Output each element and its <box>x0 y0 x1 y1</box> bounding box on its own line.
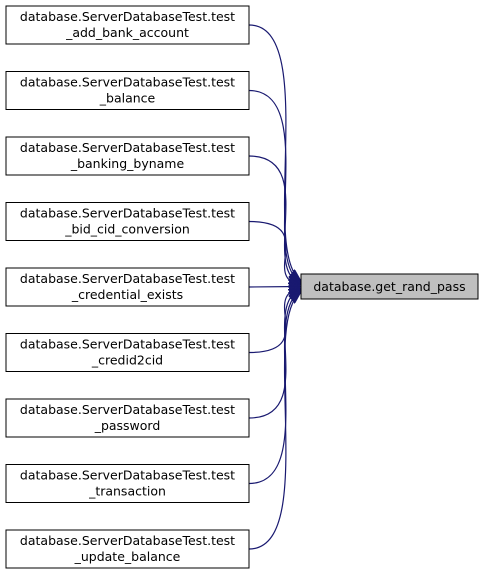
caller-node-label-line1: database.ServerDatabaseTest.test <box>20 75 235 90</box>
call-edge <box>248 220 300 285</box>
caller-node-label-line1: database.ServerDatabaseTest.test <box>20 140 235 155</box>
caller-node-label-line1: database.ServerDatabaseTest.test <box>20 271 235 286</box>
caller-node[interactable]: database.ServerDatabaseTest.test_bid_cid… <box>5 202 250 241</box>
call-edge <box>248 290 300 419</box>
caller-node-box[interactable] <box>5 5 250 45</box>
caller-node[interactable]: database.ServerDatabaseTest.test_update_… <box>5 529 250 569</box>
caller-node-label-line1: database.ServerDatabaseTest.test <box>20 206 235 221</box>
edges-layer <box>248 24 300 550</box>
call-edge <box>248 293 300 550</box>
target-node-box[interactable] <box>300 273 479 300</box>
caller-node-label-line1: database.ServerDatabaseTest.test <box>20 402 235 417</box>
nodes-layer: database.ServerDatabaseTest.test_add_ban… <box>5 5 479 569</box>
caller-node-label-line1: database.ServerDatabaseTest.test <box>20 337 235 352</box>
caller-node-label-line2: _banking_byname <box>70 156 185 171</box>
caller-node-label-line2: _password <box>94 418 161 433</box>
caller-node[interactable]: database.ServerDatabaseTest.test_credent… <box>5 267 250 307</box>
caller-node-label-line1: database.ServerDatabaseTest.test <box>20 468 235 483</box>
caller-node[interactable]: database.ServerDatabaseTest.test_transac… <box>5 464 250 503</box>
caller-node-label-line2: _transaction <box>88 484 166 499</box>
caller-node-box[interactable] <box>5 267 250 307</box>
call-edge <box>248 288 300 354</box>
caller-node-box[interactable] <box>5 529 250 569</box>
call-edge <box>248 89 300 282</box>
call-edge <box>248 291 300 485</box>
caller-node-label-line1: database.ServerDatabaseTest.test <box>20 533 235 548</box>
caller-node[interactable]: database.ServerDatabaseTest.test_banking… <box>5 136 250 176</box>
caller-node[interactable]: database.ServerDatabaseTest.test_balance <box>5 71 250 110</box>
caller-node-label-line1: database.ServerDatabaseTest.test <box>20 9 235 24</box>
caller-node-box[interactable] <box>5 136 250 176</box>
call-edge <box>248 287 300 288</box>
caller-node[interactable]: database.ServerDatabaseTest.test_add_ban… <box>5 5 250 45</box>
caller-node-label-line2: _update_balance <box>74 549 181 564</box>
call-edge <box>248 24 300 280</box>
caller-node-box[interactable] <box>5 464 250 503</box>
caller-node-box[interactable] <box>5 71 250 110</box>
caller-node[interactable]: database.ServerDatabaseTest.test_passwor… <box>5 398 250 438</box>
caller-node-label-line2: _credid2cid <box>91 353 163 368</box>
caller-node[interactable]: database.ServerDatabaseTest.test_credid2… <box>5 333 250 372</box>
call-edge <box>248 155 300 283</box>
caller-node-label-line2: _bid_cid_conversion <box>64 222 190 237</box>
target-node[interactable]: database.get_rand_pass <box>300 273 479 300</box>
caller-node-box[interactable] <box>5 398 250 438</box>
target-node-label: database.get_rand_pass <box>313 279 465 294</box>
caller-node-label-line2: _credential_exists <box>71 287 183 302</box>
caller-node-box[interactable] <box>5 202 250 241</box>
caller-node-box[interactable] <box>5 333 250 372</box>
caller-node-label-line2: _balance <box>99 91 156 106</box>
caller-node-label-line2: _add_bank_account <box>65 25 189 40</box>
